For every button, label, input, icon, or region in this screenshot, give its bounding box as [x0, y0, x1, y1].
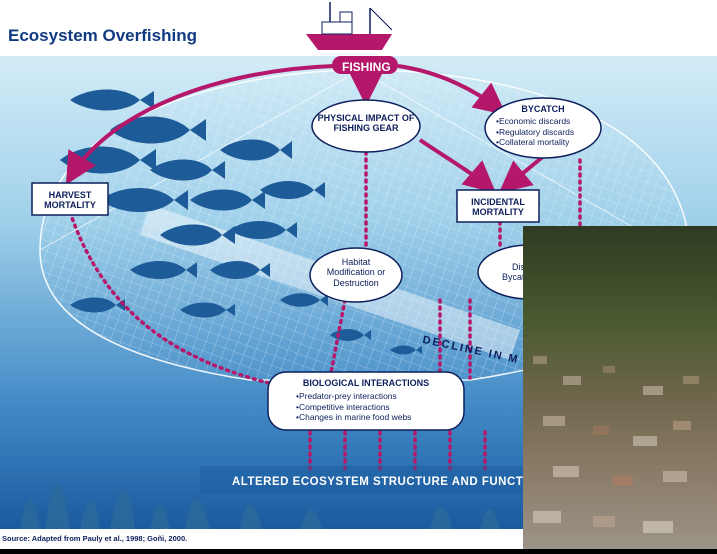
- fishing-boat: [306, 2, 393, 50]
- arrows: [65, 64, 547, 194]
- bycatch-heading: BYCATCH: [521, 104, 565, 114]
- page-title: Ecosystem Overfishing: [8, 26, 197, 45]
- bycatch-node: [484, 97, 602, 159]
- fishing-label: FISHING: [342, 60, 391, 74]
- habitat-node: [309, 247, 403, 303]
- dotted-arrows: [68, 150, 582, 472]
- biological-item: •Changes in marine food webs: [296, 412, 412, 423]
- discard-partial-label: Dis Bycatc: [502, 262, 542, 283]
- harvest-node: [31, 182, 109, 216]
- incidental-node: [456, 189, 540, 223]
- biological-heading: BIOLOGICAL INTERACTIONS: [302, 378, 430, 388]
- discard-partial-line: Dis: [512, 262, 525, 272]
- biological-item: •Competitive interactions: [296, 401, 390, 412]
- physical-impact-label: PHYSICAL IMPACT OF FISHING GEAR: [317, 113, 415, 134]
- biological-item: •Predator-prey interactions: [296, 391, 397, 401]
- altered-label: ALTERED ECOSYSTEM STRUCTURE AND FUNCTIO: [232, 476, 537, 488]
- bycatch-item: •Economic discards: [496, 116, 571, 126]
- bycatch-item: •Regulatory discards: [496, 126, 575, 137]
- bottom-band: [200, 466, 530, 494]
- fishing-node: [332, 56, 398, 74]
- bycatch-partial-line: Bycatc: [502, 272, 530, 283]
- harvest-label: HARVEST MORTALITY: [44, 190, 96, 211]
- bycatch-item: •Collateral mortality: [496, 137, 570, 148]
- seabed: [20, 484, 500, 529]
- bycatch-list: •Economic discards •Regulatory discards …: [496, 116, 596, 148]
- incidental-label: INCIDENTAL MORTALITY: [471, 197, 525, 218]
- source-note: Source: Adapted from Pauly et al., 1998;…: [2, 534, 188, 543]
- habitat-label: Habitat Modification or Destruction: [326, 257, 386, 288]
- aerial-photo: [523, 226, 717, 549]
- biological-list: •Predator-prey interactions •Competitive…: [296, 391, 466, 423]
- biological-node: [267, 371, 465, 431]
- physical-impact-node: [311, 99, 421, 153]
